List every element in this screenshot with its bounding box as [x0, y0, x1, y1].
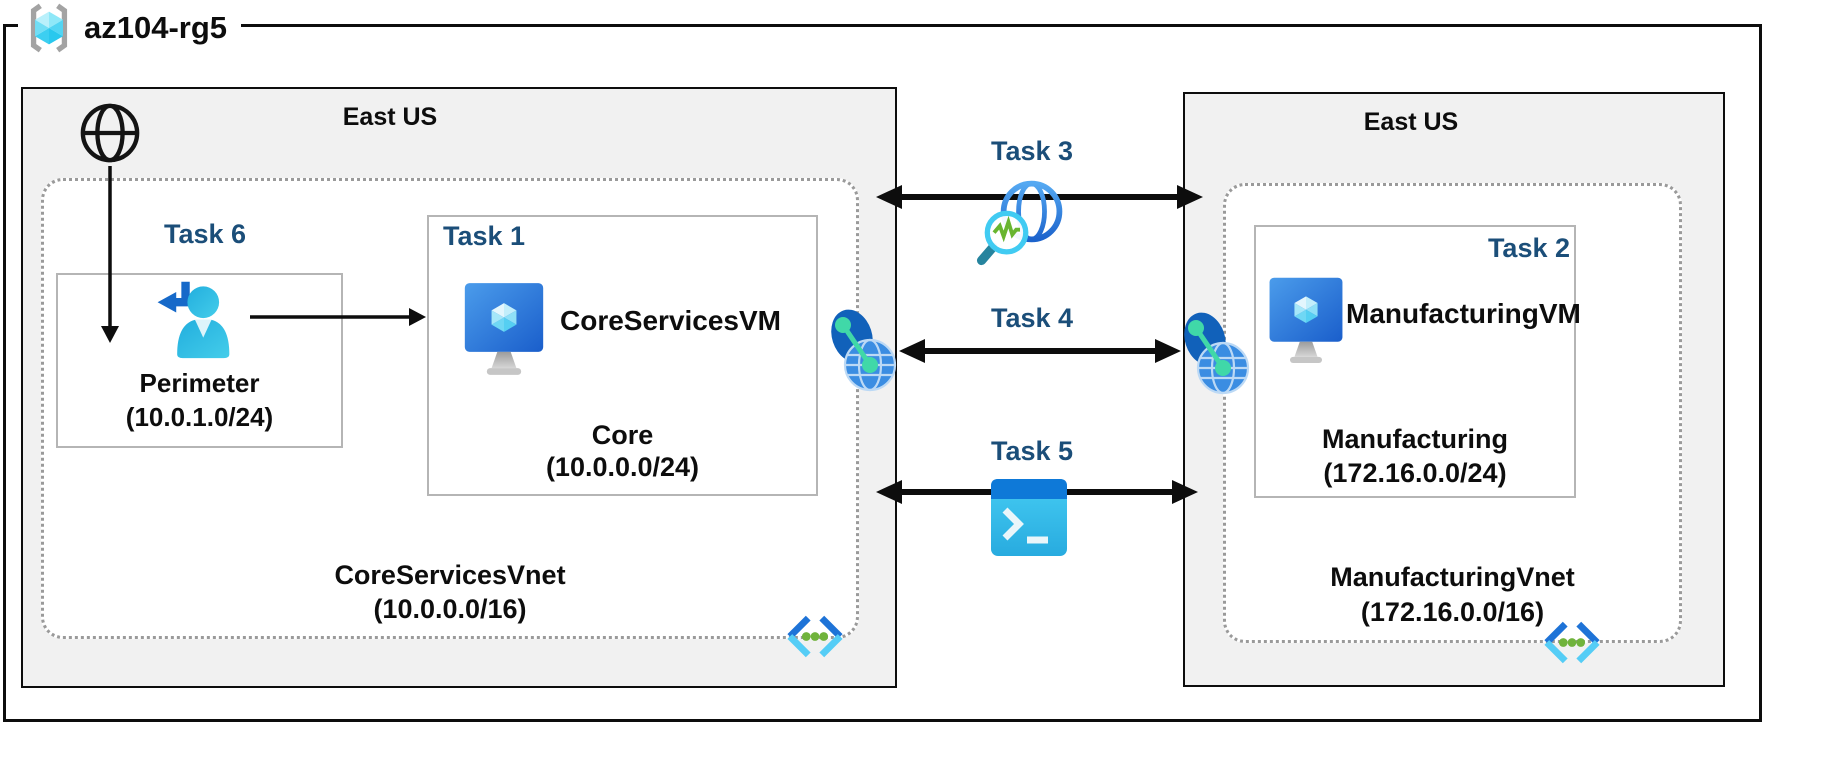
core-services-vm-name: CoreServicesVM: [560, 305, 782, 336]
virtual-machine-icon: [464, 283, 544, 375]
vnet-peering-icon: [1184, 312, 1250, 395]
task2-label: Task 2: [1487, 233, 1570, 263]
task5-label: Task 5: [990, 436, 1074, 466]
core-subnet-box: [427, 215, 818, 496]
manufacturing-subnet-cidr: (172.16.0.0/24): [1323, 458, 1507, 488]
task6-label: Task 6: [163, 219, 247, 249]
manufacturing-subnet-name: Manufacturing: [1322, 424, 1508, 454]
resource-group-name: az104-rg5: [84, 10, 228, 45]
virtual-machine-icon: [1269, 277, 1343, 364]
virtual-network-icon: [787, 615, 843, 658]
network-watcher-icon: [976, 180, 1063, 266]
core-services-vnet-name: CoreServicesVnet: [334, 560, 566, 590]
task1-label: Task 1: [443, 221, 526, 251]
core-subnet-name: Core: [591, 420, 654, 450]
region-title-left: East US: [342, 103, 438, 131]
user-sign-in-icon: [157, 281, 230, 359]
virtual-network-icon: [1544, 621, 1600, 664]
task3-label: Task 3: [990, 136, 1074, 166]
task4-label: Task 4: [990, 303, 1074, 333]
resource-group-icon: [30, 3, 68, 53]
manufacturing-vnet-name: ManufacturingVnet: [1330, 562, 1575, 592]
core-subnet-cidr: (10.0.0.0/24): [545, 452, 700, 482]
perimeter-subnet-cidr: (10.0.1.0/24): [125, 402, 274, 432]
core-services-vnet-cidr: (10.0.0.0/16): [373, 594, 527, 624]
resource-group-label: az104-rg5: [18, 0, 242, 56]
vnet-peering-icon: [831, 309, 897, 392]
perimeter-subnet-name: Perimeter: [139, 368, 260, 398]
cloud-shell-terminal-icon: [991, 479, 1067, 556]
internet-globe-icon: [80, 103, 140, 163]
manufacturing-vnet-cidr: (172.16.0.0/16): [1360, 597, 1545, 627]
region-title-right: East US: [1363, 108, 1459, 136]
manufacturing-vm-name: ManufacturingVM: [1346, 298, 1581, 329]
